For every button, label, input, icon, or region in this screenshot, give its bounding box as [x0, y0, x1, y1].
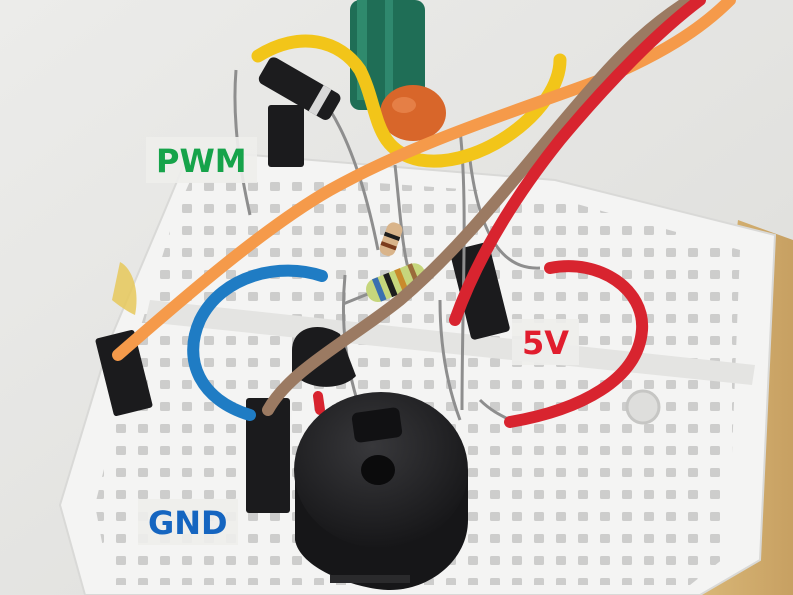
resistor-small-icon	[379, 222, 403, 256]
wire-yellow	[251, 34, 567, 168]
wire-red-loop	[504, 260, 649, 428]
wires	[112, 0, 736, 428]
wire-red-short	[313, 391, 325, 415]
diode-icon	[258, 57, 341, 120]
wire-blue	[187, 264, 328, 421]
wire-red-upper	[449, 0, 706, 326]
mounting-hole	[625, 389, 661, 425]
gnd-label-text: GND	[148, 504, 228, 542]
piezo-buzzer-icon	[294, 392, 468, 590]
pwm-label-text: PWM	[156, 142, 247, 180]
gnd-label: GND	[138, 499, 238, 545]
wire-brown	[262, 0, 696, 416]
header-pin-signal	[95, 329, 153, 417]
header-pin-pwm	[268, 105, 304, 167]
wire-orange	[112, 0, 736, 361]
background-object	[112, 262, 137, 315]
ceramic-capacitor-icon	[380, 85, 446, 141]
breadboard-channel	[145, 300, 755, 385]
five-volt-label-text: 5V	[522, 324, 570, 362]
five-volt-label: 5V	[512, 319, 580, 365]
header-pin-gnd	[246, 398, 290, 513]
pwm-label: PWM	[146, 137, 257, 183]
